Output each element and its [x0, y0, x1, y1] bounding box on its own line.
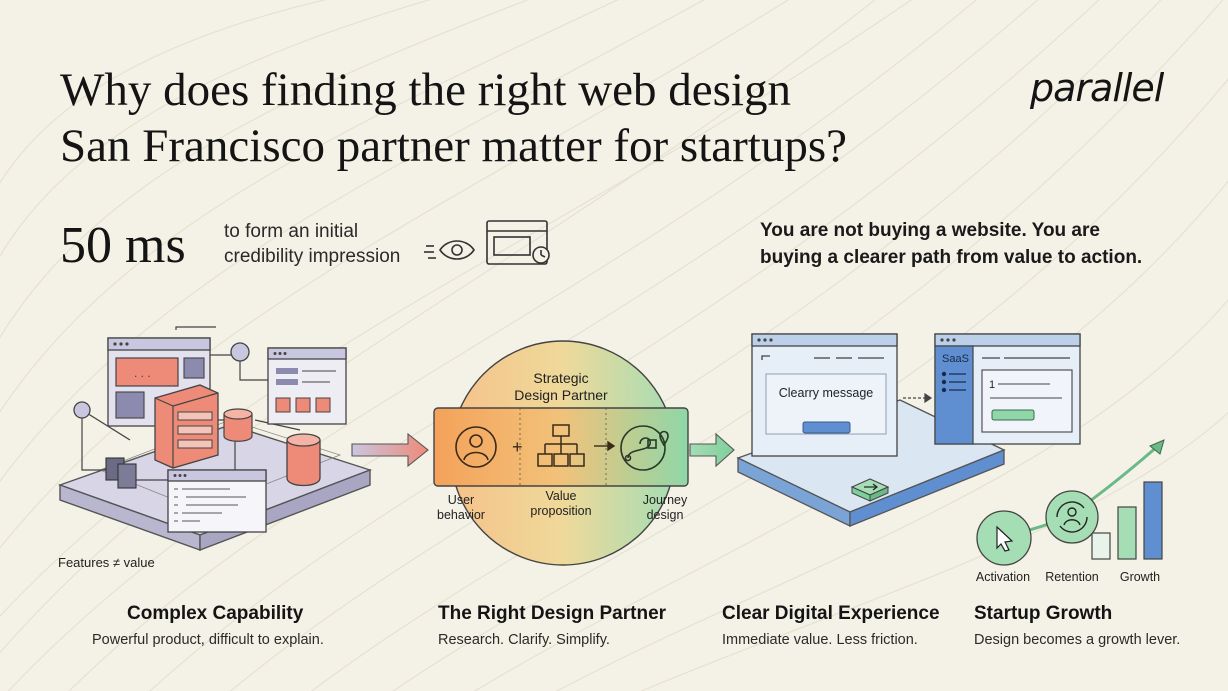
stage-2-title: The Right Design Partner: [438, 603, 667, 624]
stat-label: to form an initial credibility impressio…: [224, 219, 400, 269]
journey-icon: [620, 425, 669, 471]
user-behavior-label-1: User: [448, 493, 474, 507]
eye-icon: [424, 240, 475, 260]
stage-4-subtitle: Design becomes a growth lever.: [974, 632, 1181, 648]
journey-design-label-2: design: [647, 508, 684, 522]
journey-design-label-1: Journey: [643, 493, 688, 507]
stat-value: 50 ms: [60, 217, 186, 274]
features-note: Features ≠ value: [58, 555, 155, 570]
title-line-2: San Francisco partner matter for startup…: [60, 120, 847, 172]
page-title: Why does finding the right web design Sa…: [60, 62, 847, 174]
startup-growth-illustration: Activation Retention Growth: [976, 439, 1165, 584]
brand-logo: parallel: [1030, 66, 1164, 110]
growth-label-retention: Retention: [1045, 570, 1099, 584]
value-proposition-label-2: proposition: [530, 504, 591, 518]
stage-1-subtitle: Powerful product, difficult to explain.: [92, 632, 324, 648]
value-proposition-label-1: Value: [545, 489, 576, 503]
key-message-line-1: You are not buying a website. You are: [760, 220, 1100, 241]
user-icon: [455, 426, 497, 468]
growth-bar-3: [1143, 481, 1163, 560]
retention-icon: [1045, 490, 1099, 544]
key-message: You are not buying a website. You are bu…: [760, 217, 1142, 271]
flowchart-icon: [537, 424, 585, 467]
stage-1-title: Complex Capability: [127, 603, 304, 624]
stage-2-subtitle: Research. Clarify. Simplify.: [438, 632, 610, 648]
small-arrow-icon: [594, 440, 616, 452]
svg-text:+: +: [512, 437, 523, 457]
clear-experience-illustration: Clearry message SaaS 1: [736, 333, 1081, 528]
flow-arrow-2: [689, 432, 735, 468]
cta-button-shape: [802, 421, 851, 434]
stage-3-title: Clear Digital Experience: [722, 603, 940, 624]
partner-title-1: Strategic: [533, 370, 588, 386]
cta-tile: [850, 478, 890, 502]
user-behavior-label-2: behavior: [437, 508, 485, 522]
flow-arrow-1: [351, 432, 429, 468]
saas-label: SaaS: [942, 353, 969, 365]
growth-bar-2: [1117, 506, 1137, 560]
complex-capability-illustration: . . .: [57, 326, 373, 552]
growth-label-activation: Activation: [976, 570, 1030, 584]
stat-label-line-2: credibility impression: [224, 246, 401, 267]
partner-title-2: Design Partner: [514, 387, 608, 403]
browser-timer-icon: [486, 220, 550, 265]
svg-text:. . .: . . .: [134, 366, 151, 380]
stage-4-title: Startup Growth: [974, 603, 1113, 624]
design-partner-illustration: + Strategic Design Partner User behavior: [433, 340, 689, 566]
cursor-icon: [976, 510, 1032, 566]
clear-message-text: Clearry message: [779, 386, 874, 400]
growth-bar-1: [1091, 532, 1111, 560]
stage-3-subtitle: Immediate value. Less friction.: [722, 632, 918, 648]
growth-label-growth: Growth: [1120, 570, 1160, 584]
saas-number: 1: [989, 379, 995, 391]
key-message-line-2: buying a clearer path from value to acti…: [760, 247, 1143, 268]
stat-label-line-1: to form an initial: [224, 221, 359, 242]
title-line-1: Why does finding the right web design: [60, 64, 791, 116]
